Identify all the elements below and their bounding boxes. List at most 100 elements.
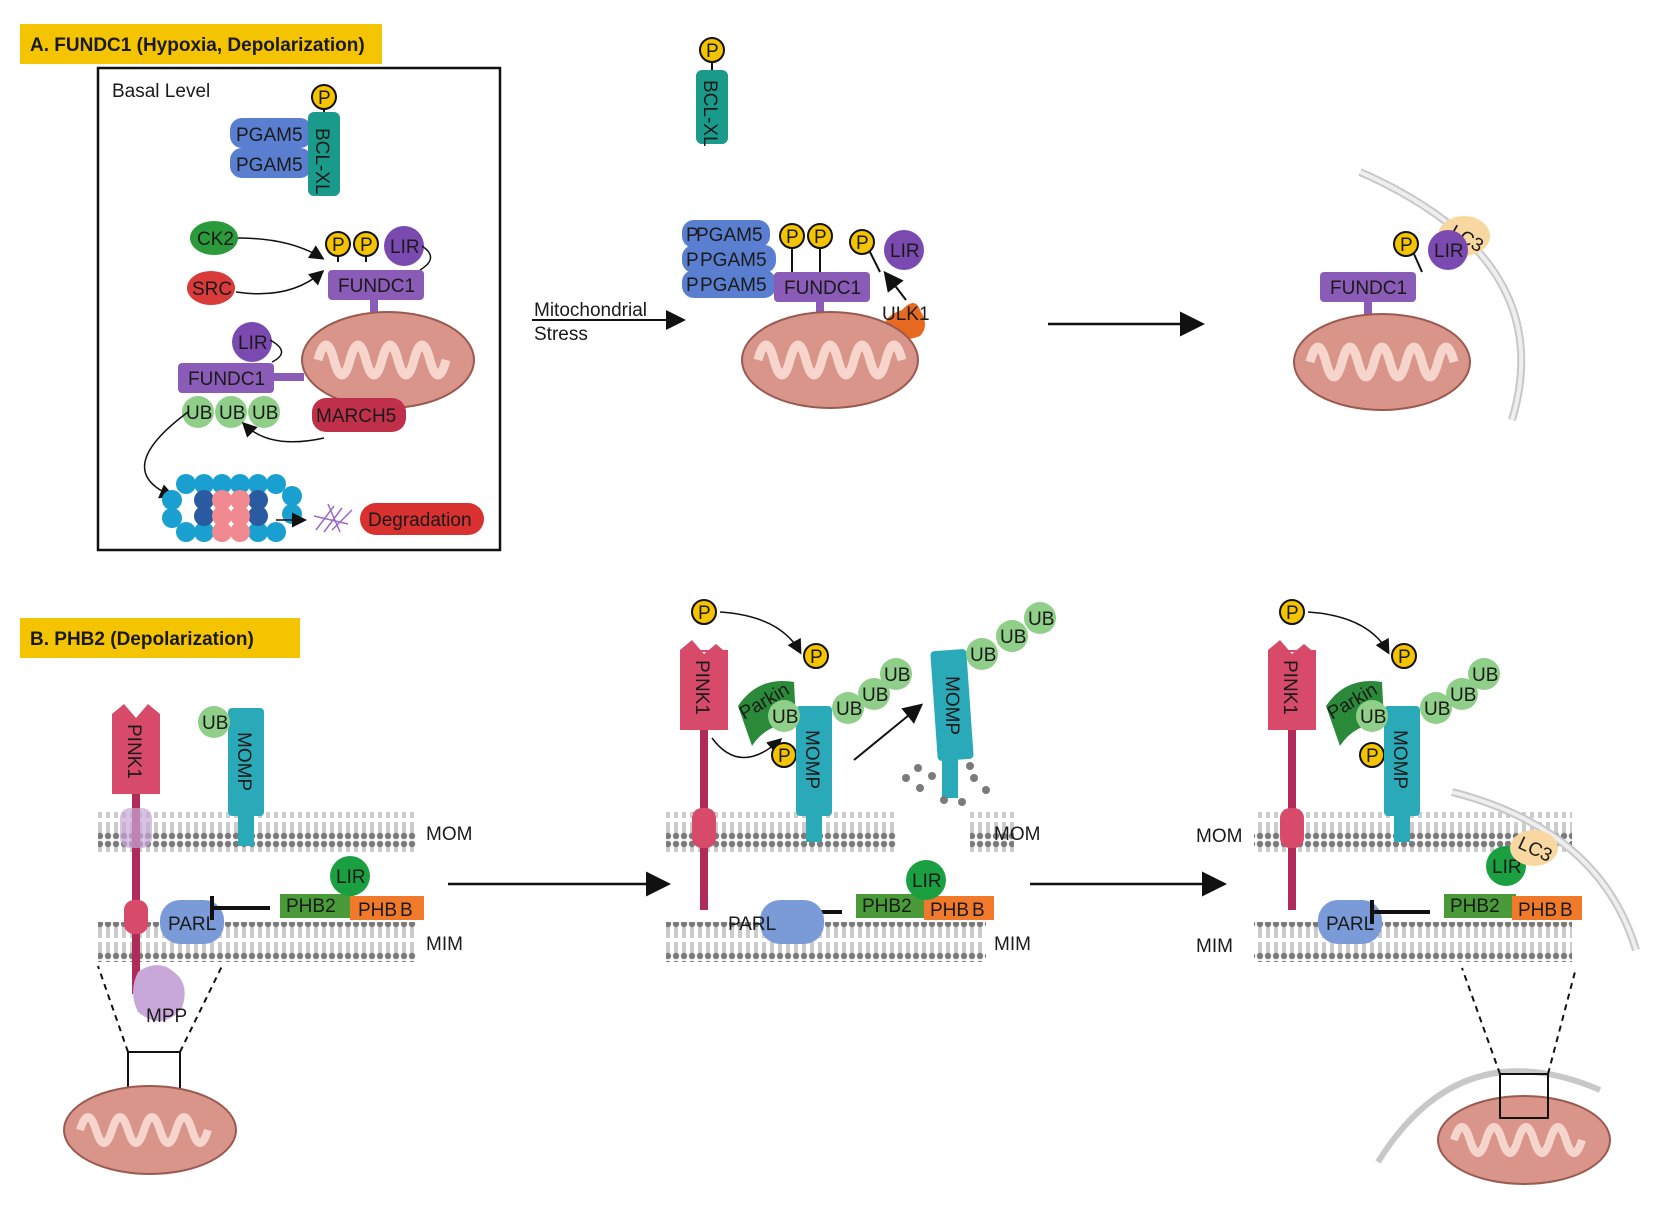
phb-label: PHB: [358, 900, 397, 921]
mim-membrane-1: [98, 922, 416, 962]
svg-text:MOMP: MOMP: [801, 730, 822, 789]
svg-text:B: B: [400, 900, 413, 921]
svg-text:MOMP: MOMP: [1389, 730, 1410, 789]
svg-text:LIR: LIR: [912, 871, 942, 892]
lir-label: LIR: [390, 237, 420, 258]
svg-text:P: P: [778, 746, 791, 767]
svg-text:PGAM5: PGAM5: [700, 275, 767, 296]
svg-text:UB: UB: [772, 707, 798, 728]
mitochondrion-stress: [741, 311, 919, 409]
svg-text:P: P: [360, 235, 373, 256]
mitochondrion-b3: [1375, 967, 1611, 1185]
phb2-complex-2: PARL PHB2 PHB B LIR: [728, 860, 994, 944]
svg-text:UB: UB: [884, 665, 910, 686]
fundc1-stress-state: P P P PGAM5 PGAM5 PGAM5 P P FUNDC1 P LIR…: [682, 220, 930, 340]
svg-text:UB: UB: [202, 713, 228, 734]
svg-text:PINK1: PINK1: [691, 660, 712, 715]
pgam5-label: PGAM5: [236, 125, 303, 146]
panel-a-header-bg: [20, 24, 382, 64]
svg-text:P: P: [318, 88, 331, 109]
stress-label-line2: Stress: [534, 324, 588, 345]
svg-text:UB: UB: [1360, 707, 1386, 728]
fundc1-basal-upper: P P LIR FUNDC1: [325, 226, 432, 318]
panel-b-title: B. PHB2 (Depolarization): [30, 629, 254, 650]
svg-text:LIR: LIR: [336, 867, 366, 888]
svg-text:FUNDC1: FUNDC1: [1330, 278, 1407, 299]
svg-text:PHB2: PHB2: [1450, 896, 1500, 917]
svg-text:P: P: [1398, 647, 1411, 668]
momp-ubiquitinated: MOMP UB UB UB UB: [768, 658, 924, 842]
pgam5-bclxl-complex: PGAM5 PGAM5 BCL-XL P: [230, 84, 340, 196]
fundc1-mitophagy-state: LC3 LIR P FUNDC1: [1293, 168, 1526, 422]
svg-text:MOMP: MOMP: [941, 676, 962, 735]
svg-text:P: P: [686, 225, 699, 246]
svg-text:B: B: [972, 900, 985, 921]
svg-text:P: P: [332, 235, 345, 256]
svg-text:BCL-XL: BCL-XL: [699, 80, 720, 147]
svg-text:P: P: [706, 41, 719, 62]
svg-text:UB: UB: [1472, 665, 1498, 686]
svg-text:LIR: LIR: [238, 333, 268, 354]
mom-label-1: MOM: [426, 824, 472, 845]
ub-label: UB: [186, 403, 212, 424]
degradation-label: Degradation: [368, 510, 472, 531]
bclxl-label: BCL-XL: [311, 128, 332, 195]
panel-a-title: A. FUNDC1 (Hypoxia, Depolarization): [30, 35, 365, 56]
panel-b-header-bg: [20, 618, 300, 658]
svg-text:B: B: [1560, 900, 1573, 921]
proteasome-icon: [162, 474, 302, 542]
svg-text:PHB: PHB: [1518, 900, 1557, 921]
mim-label-3: MIM: [1196, 936, 1233, 957]
svg-text:P: P: [1400, 235, 1413, 256]
momp-extracted: MOMP UB UB UB: [902, 602, 1056, 806]
mitochondrion-basal: [301, 311, 475, 409]
svg-text:P: P: [698, 603, 711, 624]
fundc1-basal-lower: LIR FUNDC1 UB UB UB MARCH5: [143, 322, 406, 499]
svg-text:FUNDC1: FUNDC1: [784, 278, 861, 299]
stress-label-line1: Mitochondrial: [534, 300, 647, 321]
svg-text:UB: UB: [1000, 627, 1026, 648]
momp-label: MOMP: [233, 732, 254, 791]
pink1-basal: PINK1 PARL MPP: [112, 704, 224, 1027]
mim-membrane-2: [666, 922, 986, 962]
svg-text:UB: UB: [836, 699, 862, 720]
svg-text:P: P: [786, 227, 799, 248]
mim-membrane-3: [1254, 922, 1572, 962]
parl-label: PARL: [168, 914, 216, 935]
svg-text:PHB: PHB: [930, 900, 969, 921]
svg-text:P: P: [686, 275, 699, 296]
svg-text:PGAM5: PGAM5: [700, 250, 767, 271]
svg-text:UB: UB: [862, 685, 888, 706]
mom-label-3: MOM: [1196, 826, 1242, 847]
svg-text:UB: UB: [1450, 685, 1476, 706]
released-bclxl: P BCL-XL: [696, 37, 728, 147]
basal-level-box: [96, 66, 502, 552]
pink1-label: PINK1: [123, 724, 144, 779]
svg-text:UB: UB: [970, 645, 996, 666]
svg-text:PHB2: PHB2: [862, 896, 912, 917]
svg-text:FUNDC1: FUNDC1: [188, 369, 265, 390]
svg-text:PARL: PARL: [728, 914, 776, 935]
pgam5-label: PGAM5: [236, 155, 303, 176]
svg-text:P: P: [1366, 746, 1379, 767]
svg-text:P: P: [856, 233, 869, 254]
ck2-label: CK2: [197, 229, 234, 250]
svg-text:P: P: [686, 250, 699, 271]
svg-text:PGAM5: PGAM5: [696, 225, 763, 246]
basal-level-title: Basal Level: [112, 81, 210, 102]
phb2-complex-1: PHB2 PHB B LIR: [210, 856, 424, 921]
svg-text:UB: UB: [252, 403, 278, 424]
mom-membrane-2b: [970, 812, 1014, 852]
kinases-basal: CK2 SRC: [187, 221, 325, 305]
mpp-label: MPP: [146, 1006, 187, 1027]
degradation-badge: [360, 503, 484, 535]
svg-text:PINK1: PINK1: [1279, 660, 1300, 715]
momp-basal: MOMP UB: [198, 706, 264, 846]
svg-text:LIR: LIR: [1492, 857, 1522, 878]
phospho-icon: [311, 84, 337, 110]
svg-text:P: P: [810, 647, 823, 668]
svg-text:LIR: LIR: [890, 241, 920, 262]
ulk1-label: ULK1: [882, 304, 930, 325]
